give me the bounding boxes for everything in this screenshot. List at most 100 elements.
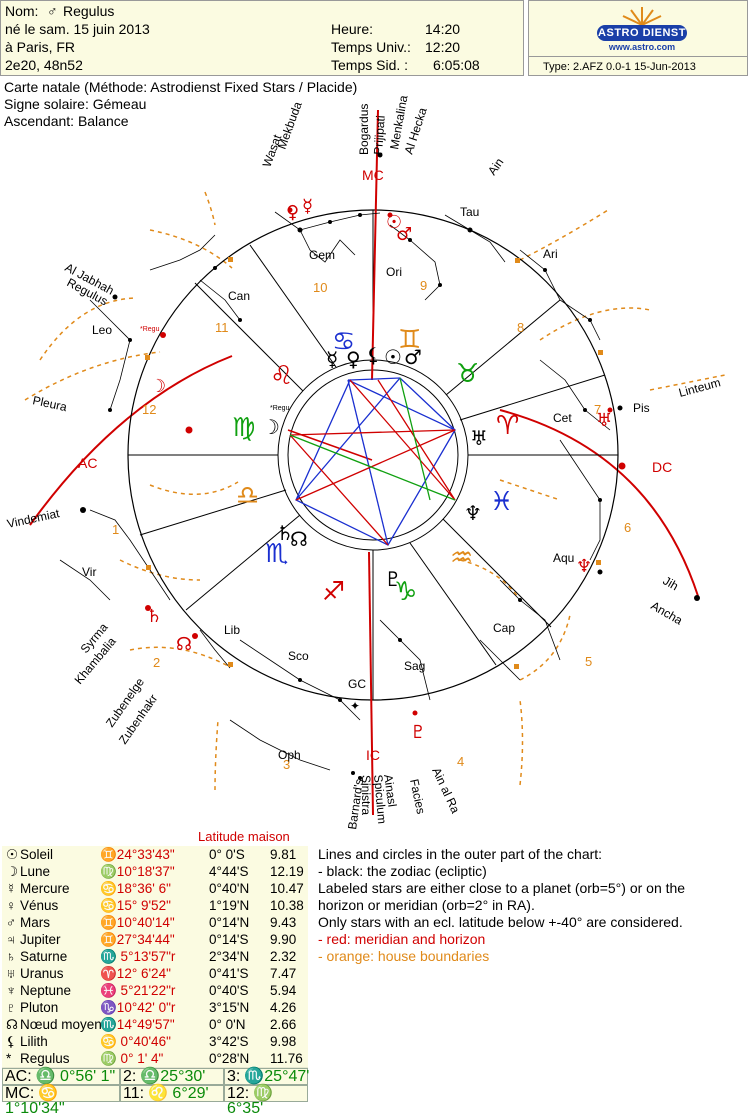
planet-latitude: 0°40'N — [209, 881, 250, 896]
note-line: horizon or meridian (orb=2° in RA). — [318, 897, 535, 913]
sagittarius-sign-icon: ♐ — [322, 577, 345, 607]
svg-text:Pis: Pis — [633, 401, 650, 415]
planet-latitude: 0° 0'S — [209, 847, 245, 862]
heure-label: Heure: — [331, 21, 374, 37]
svg-text:Spiculum: Spiculum — [371, 774, 389, 824]
svg-text:Sinistra: Sinistra — [359, 775, 373, 815]
sun-glyph-icon: ☉ — [384, 345, 402, 369]
house-cusp-cell: 11:♌ 6°29' — [120, 1085, 224, 1102]
planet-name: Pluton — [20, 1000, 59, 1015]
ts-value: 6:05:08 — [433, 57, 480, 73]
planet-latitude: 4°44'S — [209, 864, 249, 879]
planet-latitude: 1°19'N — [209, 898, 250, 913]
logo-divider — [529, 56, 748, 57]
node-glyph-icon: ☊ — [290, 527, 308, 551]
house-cusp-lines — [128, 210, 618, 700]
person-info-panel: Nom: ♂ Regulus né le sam. 15 juin 2013 à… — [0, 0, 524, 76]
svg-text:1: 1 — [112, 522, 119, 537]
capricorn-sign-icon: ♑ — [394, 577, 417, 607]
svg-text:Jih: Jih — [661, 573, 681, 593]
planet-house: 5.94 — [270, 983, 297, 998]
svg-text:♀: ♀ — [286, 202, 299, 223]
planet-symbol-icon: ♄ — [6, 949, 17, 964]
planet-symbol-icon: ⚸ — [6, 1034, 16, 1049]
planet-house: 4.26 — [270, 1000, 297, 1015]
planet-house: 11.76 — [270, 1051, 303, 1066]
planet-house: 9.81 — [270, 847, 297, 862]
heure-value: 14:20 — [425, 21, 461, 37]
regulus-tag: *Regu — [140, 326, 160, 333]
svg-text:Ancha: Ancha — [649, 598, 686, 627]
tu-value: 12:20 — [425, 39, 461, 55]
chart-type-line: Type: 2.AFZ 0.0-1 15-Jun-2013 — [543, 61, 696, 73]
sun-sign: Signe solaire: Gémeau — [4, 96, 147, 112]
svg-text:☊: ☊ — [176, 634, 192, 655]
pluto-glyph-icon: ♇ — [384, 567, 402, 591]
planet-symbol-icon: ☊ — [6, 1017, 18, 1032]
birth-place: à Paris, FR — [5, 39, 76, 55]
svg-text:12: 12 — [142, 402, 156, 417]
planet-house: 12.19 — [270, 864, 304, 879]
planet-name: Vénus — [20, 898, 59, 913]
planet-position: ♈12° 6'24" — [100, 966, 171, 981]
planet-name: Neptune — [20, 983, 72, 998]
saturn-glyph-icon: ♄ — [276, 521, 294, 545]
meridian-mc-line — [371, 109, 379, 381]
house-cusp-value: ♌ 6°29' — [148, 1085, 209, 1102]
table-header: Latitude maison — [198, 829, 290, 844]
svg-text:♂: ♂ — [396, 224, 412, 245]
svg-text:Cet: Cet — [553, 411, 572, 425]
house-cusp-key: 11: — [123, 1085, 145, 1102]
planet-latitude: 0° 0'N — [209, 1017, 246, 1032]
planet-name: Soleil — [20, 847, 54, 862]
house-cusp-key: 2: — [123, 1068, 137, 1085]
planet-latitude: 3°42'S — [209, 1034, 249, 1049]
svg-text:♄: ♄ — [146, 606, 162, 627]
name-label: Nom: — [5, 3, 39, 19]
planet-name: Lilith — [20, 1034, 48, 1049]
planet-position: ♋18°36' 6" — [100, 881, 171, 896]
svg-text:Linteum: Linteum — [677, 375, 722, 400]
pisces-sign-icon: ♓ — [490, 487, 513, 517]
house-boundary-arcs — [24, 191, 726, 791]
svg-text:Ainasl: Ainasl — [381, 773, 399, 807]
svg-text:Ari: Ari — [543, 247, 558, 261]
dc-label: DC — [652, 459, 672, 475]
planet-position: ♊24°33'43" — [100, 847, 175, 862]
tu-label: Temps Univ.: — [331, 39, 411, 55]
planet-name: Lune — [20, 864, 51, 879]
planet-house: 7.47 — [270, 966, 297, 981]
mc-label: MC — [362, 167, 384, 183]
house-cusp-cell: AC:♎ 0°56' 1" — [2, 1068, 120, 1085]
svg-text:Vir: Vir — [82, 565, 96, 579]
house-cusp-cell: MC:♋ 1°10'34" — [2, 1085, 120, 1117]
chart-notes: Lines and circles in the outer part of t… — [318, 846, 743, 965]
house-cusp-cell: 2:♎25°30' — [120, 1068, 224, 1085]
aquarius-sign-icon: ♒ — [450, 543, 473, 573]
note-line: Lines and circles in the outer part of t… — [318, 846, 603, 862]
planet-symbol-icon: ♇ — [6, 1000, 17, 1015]
svg-text:2: 2 — [153, 655, 160, 670]
scorpio-sign-icon: ♏ — [265, 539, 288, 569]
planet-glyphs: ☿ ♀ ⚸ ☉ ♂ ♅ ♆ ♇ ♄ ☊ ☽ — [262, 343, 488, 591]
ac-label: AC — [78, 455, 97, 471]
svg-text:Can: Can — [228, 289, 250, 303]
sun-rays-icon — [622, 7, 662, 26]
natal-chart-wheel: ♋ ♊ ♉ ♈ ♓ ♒ ♑ ♐ ♏ ♎ ♍ ♌ ☿ ♀ ⚸ ☉ ♂ ♅ ♆ ♇ … — [6, 94, 726, 830]
libra-sign-icon: ♎ — [236, 481, 259, 511]
house-cusp-key: AC: — [5, 1068, 32, 1085]
planet-symbol-icon: ♃ — [6, 932, 17, 947]
svg-text:♅: ♅ — [596, 410, 612, 431]
svg-text:5: 5 — [585, 654, 592, 669]
taurus-sign-icon: ♉ — [456, 359, 479, 389]
astrodienst-logo[interactable]: ASTRO DIENST www.astro.com — [587, 5, 697, 52]
planet-house: 2.32 — [270, 949, 297, 964]
mars-glyph-icon: ♂ — [404, 345, 422, 369]
orange-house-markers — [145, 257, 603, 669]
planet-position: ♍ 0° 1' 4" — [100, 1051, 164, 1066]
